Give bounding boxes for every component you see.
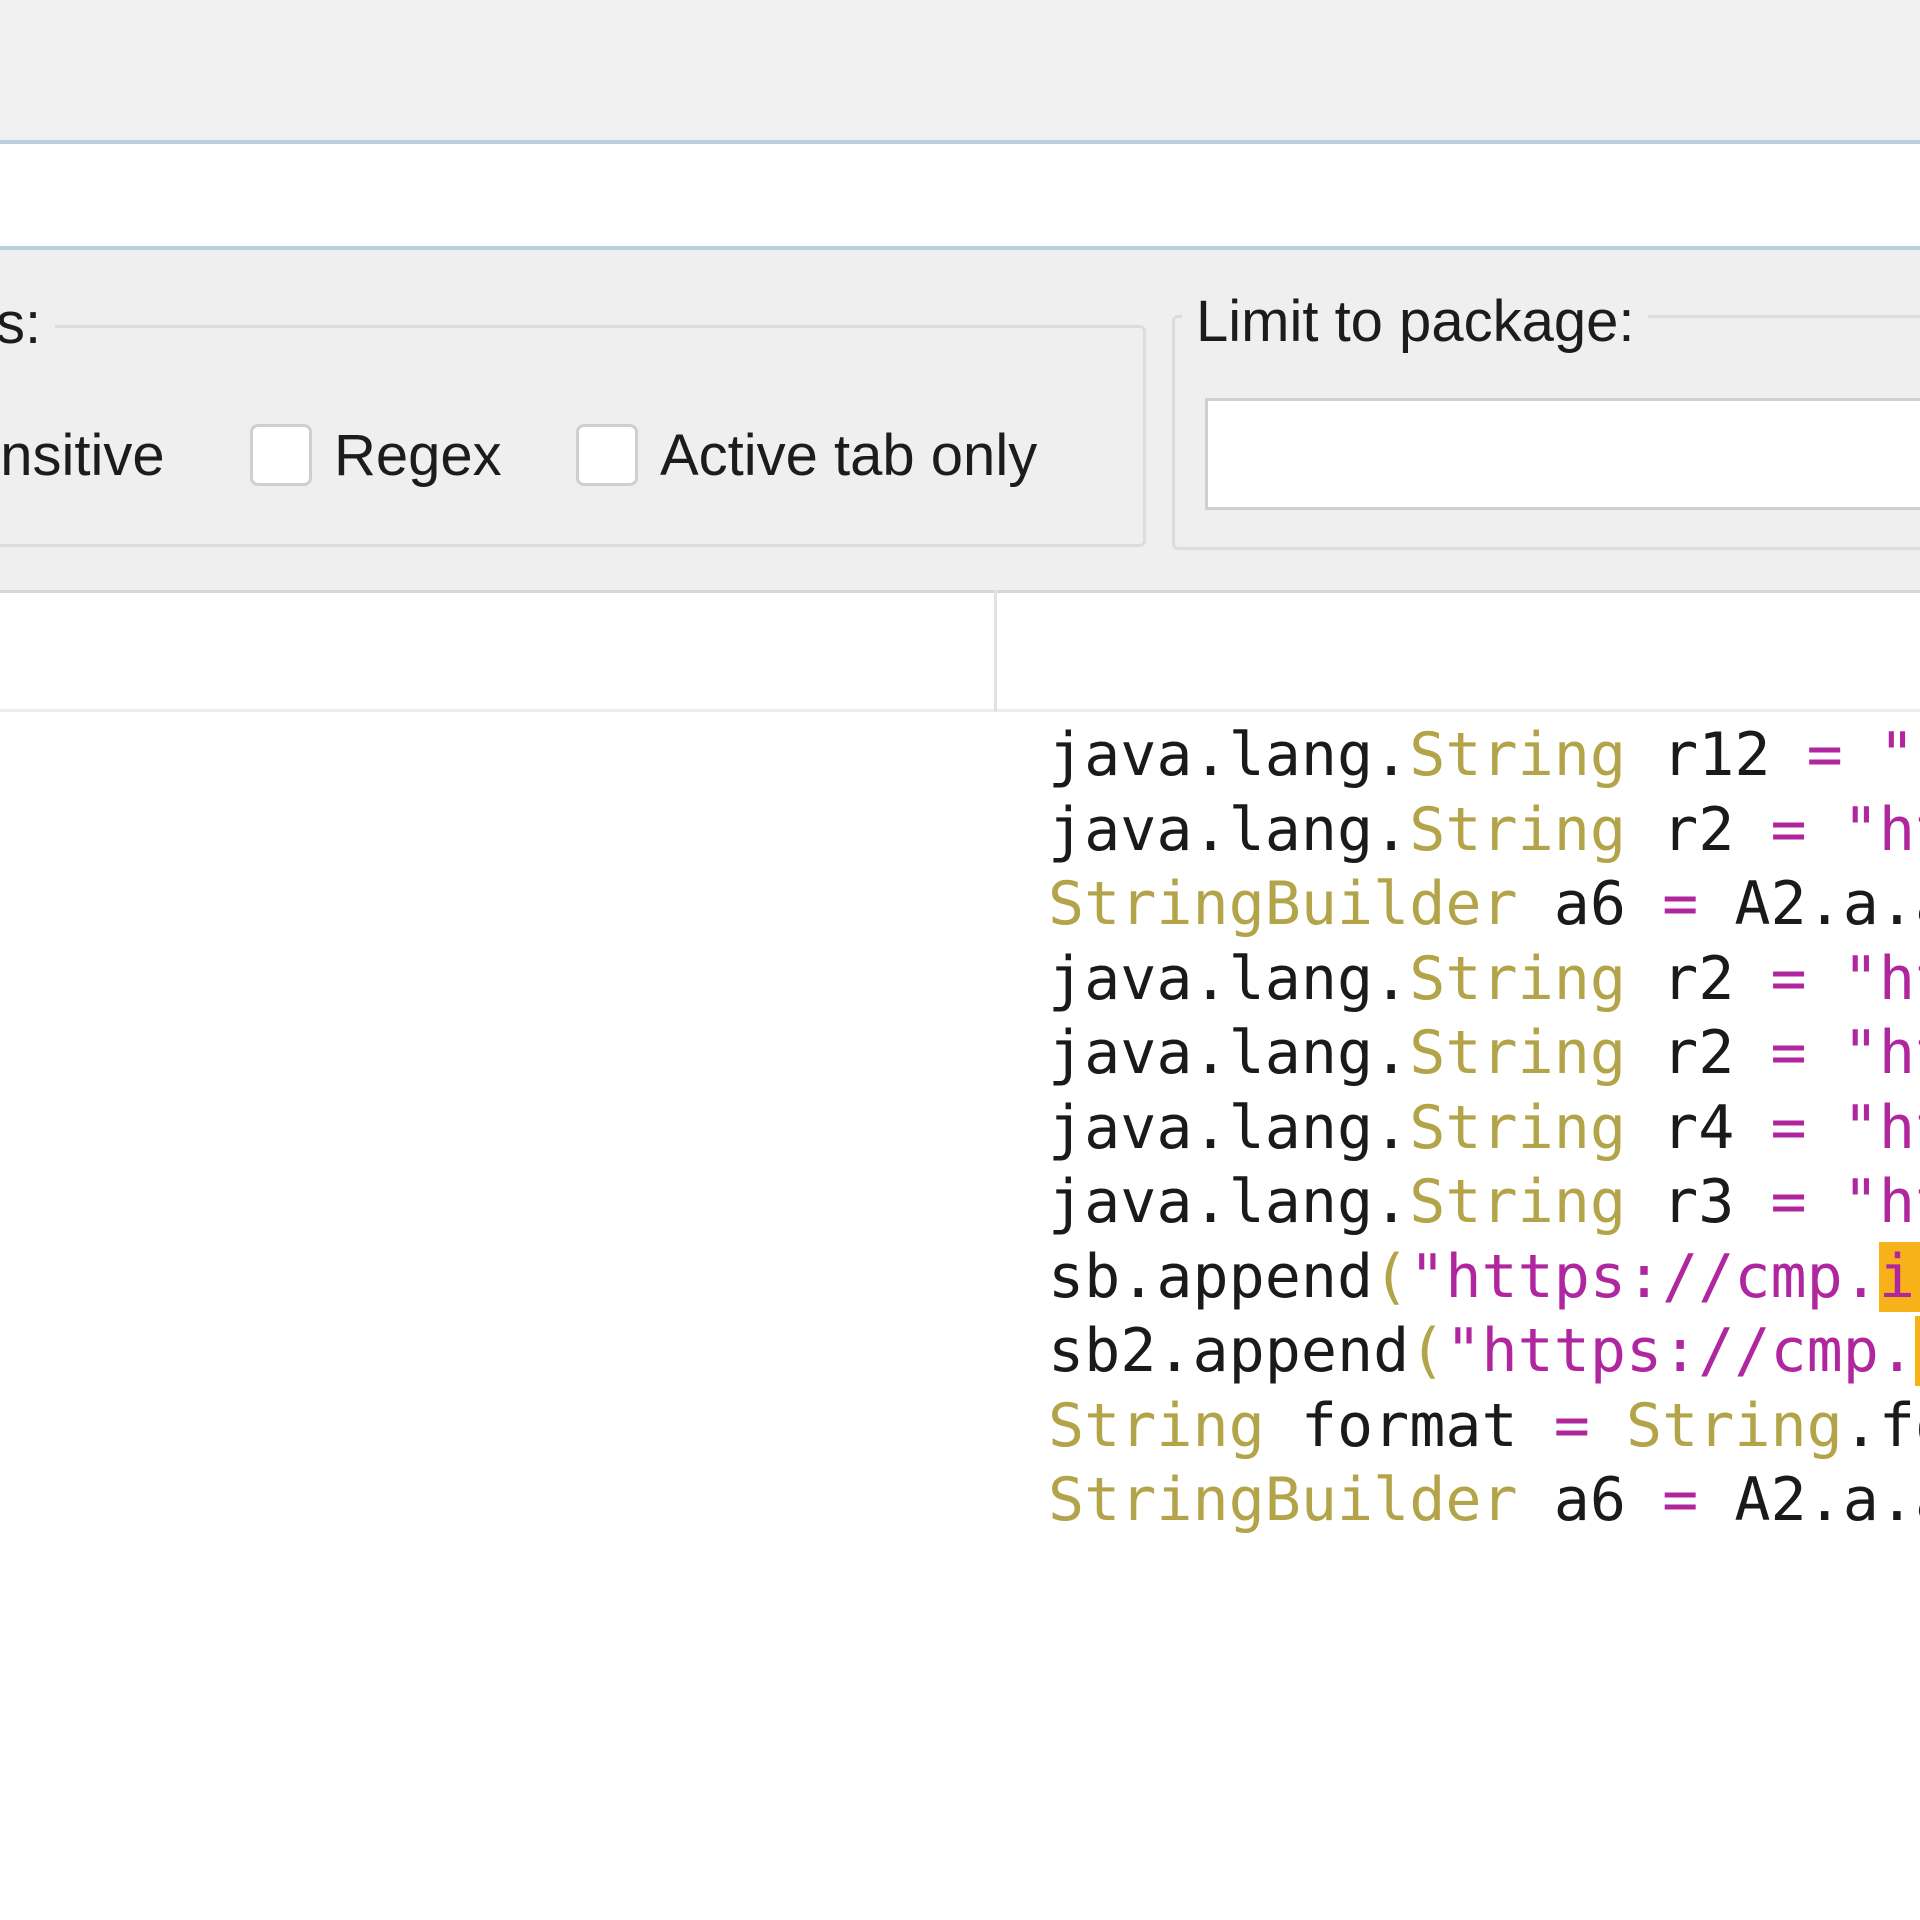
result-row[interactable]: java.lang.String r2 = "ht <box>1048 942 1920 1017</box>
result-row[interactable]: java.lang.String r4 = "ht <box>1048 1091 1920 1166</box>
code-token: a6 <box>1517 1465 1663 1535</box>
active-tab-only-option[interactable]: Active tab only <box>576 420 1037 490</box>
code-token: sb.append <box>1048 1241 1374 1312</box>
search-text-field[interactable] <box>0 144 1920 246</box>
result-row[interactable]: java.lang.String r12 = "h <box>1048 718 1920 793</box>
code-token: format <box>1264 1390 1554 1461</box>
code-token: "https://cmp. <box>1409 1241 1879 1312</box>
code-token: = "ht <box>1770 1018 1920 1088</box>
match-highlight: i <box>1914 1316 1920 1386</box>
divider <box>0 140 1920 144</box>
regex-checkbox[interactable] <box>250 424 312 486</box>
case-sensitive-label: ensitive <box>0 422 165 488</box>
code-token: A2.a.a <box>1734 1465 1920 1535</box>
code-token <box>1590 1391 1626 1461</box>
result-row[interactable]: java.lang.String r2 = "ht <box>1048 793 1920 868</box>
code-token: java.lang. <box>1048 1167 1410 1237</box>
regex-label: Regex <box>334 422 502 488</box>
search-options-legend: s: <box>0 292 56 356</box>
code-token: sb2.append <box>1048 1316 1410 1386</box>
column-divider[interactable] <box>994 590 997 712</box>
code-token: a6 <box>1517 869 1663 939</box>
code-token: java.lang. <box>1048 943 1410 1014</box>
match-highlight: in <box>1878 1241 1920 1312</box>
code-token: StringBuilder <box>1048 869 1518 939</box>
code-token: = "ht <box>1770 943 1920 1014</box>
code-token: String <box>1409 1092 1626 1163</box>
divider <box>0 246 1920 250</box>
code-token: String <box>1625 1390 1843 1461</box>
result-row[interactable]: String format = String.fo <box>1048 1389 1920 1464</box>
code-token: java.lang. <box>1048 720 1410 790</box>
code-token: r2 <box>1625 1018 1771 1088</box>
result-row[interactable]: StringBuilder a6 = A2.a.a <box>1048 1463 1920 1538</box>
code-token: = "h <box>1806 720 1920 790</box>
code-token: r2 <box>1625 943 1771 1014</box>
code-token: ( <box>1373 1241 1410 1312</box>
title-area <box>0 0 1920 140</box>
code-token: = <box>1662 1465 1699 1535</box>
code-token: java.lang. <box>1048 1018 1410 1088</box>
code-token: String <box>1409 720 1626 790</box>
results-code-column: java.lang.String r12 = "hjava.lang.Strin… <box>1048 718 1920 1538</box>
code-token: String <box>1409 1018 1626 1088</box>
code-token: r2 <box>1625 794 1771 865</box>
active-tab-only-label: Active tab only <box>660 422 1038 488</box>
code-token: = "ht <box>1770 1167 1920 1237</box>
code-token: = <box>1553 1390 1590 1461</box>
code-token: java.lang. <box>1048 794 1410 865</box>
result-row[interactable]: StringBuilder a6 = A2.a.a <box>1048 867 1920 942</box>
code-token: = "ht <box>1770 794 1920 865</box>
results-table-header <box>0 590 1920 712</box>
package-filter-legend: Limit to package: <box>1182 290 1649 354</box>
result-row[interactable]: sb2.append("https://cmp.i <box>1048 1314 1920 1389</box>
code-token: java.lang. <box>1048 1092 1410 1163</box>
code-token: .fo <box>1842 1390 1920 1461</box>
result-row[interactable]: sb.append("https://cmp.in <box>1048 1240 1920 1315</box>
code-token: r12 <box>1625 720 1807 790</box>
code-token: String <box>1409 943 1626 1014</box>
code-token: = <box>1662 869 1699 939</box>
code-token: ( <box>1409 1316 1446 1386</box>
code-token: "https://cmp. <box>1445 1316 1915 1386</box>
code-token: A2.a.a <box>1734 869 1920 939</box>
code-token: r3 <box>1625 1167 1771 1237</box>
result-row[interactable]: java.lang.String r3 = "ht <box>1048 1165 1920 1240</box>
result-row[interactable]: java.lang.String r2 = "ht <box>1048 1016 1920 1091</box>
code-token: r4 <box>1625 1092 1771 1163</box>
search-options-group <box>0 325 1146 547</box>
package-filter-input[interactable] <box>1205 398 1920 510</box>
code-token: String <box>1048 1390 1265 1461</box>
regex-option[interactable]: Regex <box>250 420 502 490</box>
active-tab-only-checkbox[interactable] <box>576 424 638 486</box>
case-sensitive-option[interactable]: ensitive <box>0 420 165 490</box>
code-token: String <box>1409 1167 1626 1237</box>
code-token: StringBuilder <box>1048 1465 1518 1535</box>
code-token: String <box>1409 794 1626 865</box>
code-token: = "ht <box>1770 1092 1920 1163</box>
